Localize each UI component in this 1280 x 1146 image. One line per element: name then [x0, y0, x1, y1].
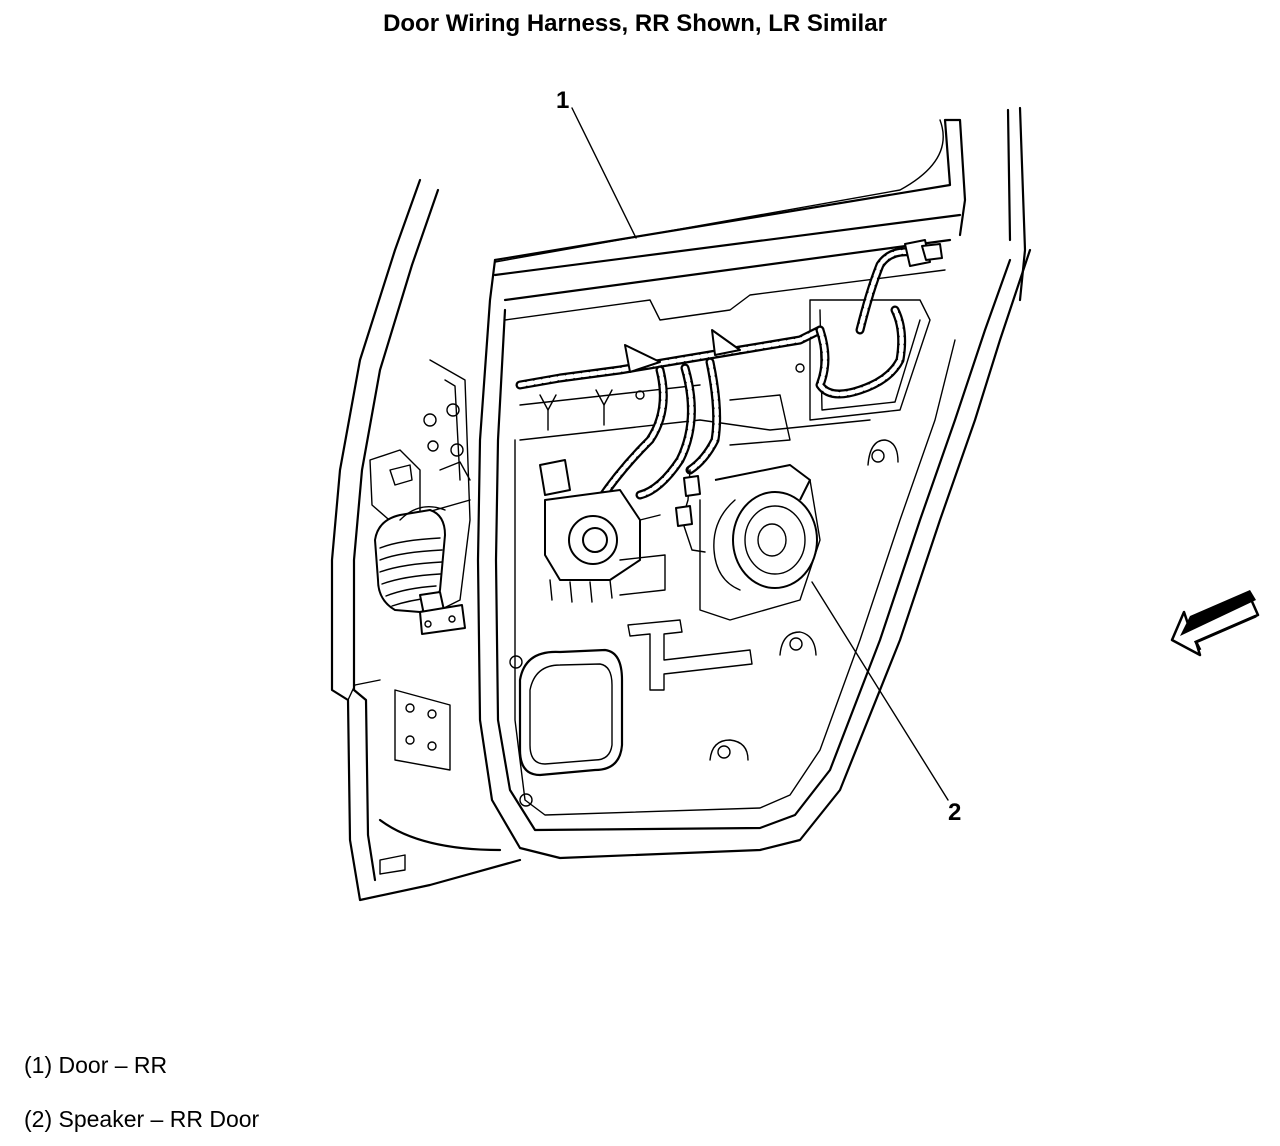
door-frame-outline	[330, 178, 522, 902]
view-direction-arrow-icon	[1170, 590, 1260, 657]
legend-item-door-rr: (1) Door – RR	[24, 1052, 168, 1078]
diagram-legend: (1) Door – RR (2) Speaker – RR Door	[24, 1038, 259, 1146]
wiring-boot-grommet	[374, 506, 466, 635]
diagram-title: Door Wiring Harness, RR Shown, LR Simila…	[383, 10, 887, 37]
callout-2-label: 2	[948, 799, 961, 826]
callout-1-label: 1	[556, 87, 569, 114]
legend-item-speaker-rr-door: (2) Speaker – RR Door	[24, 1106, 260, 1132]
callout-1-leader	[571, 107, 637, 239]
callout-2-leader	[811, 581, 949, 801]
window-motor	[539, 459, 666, 603]
door-wiring-diagram: 1 2	[330, 87, 1260, 902]
door-wiring-harness	[515, 239, 943, 553]
rr-door-speaker	[713, 464, 818, 591]
